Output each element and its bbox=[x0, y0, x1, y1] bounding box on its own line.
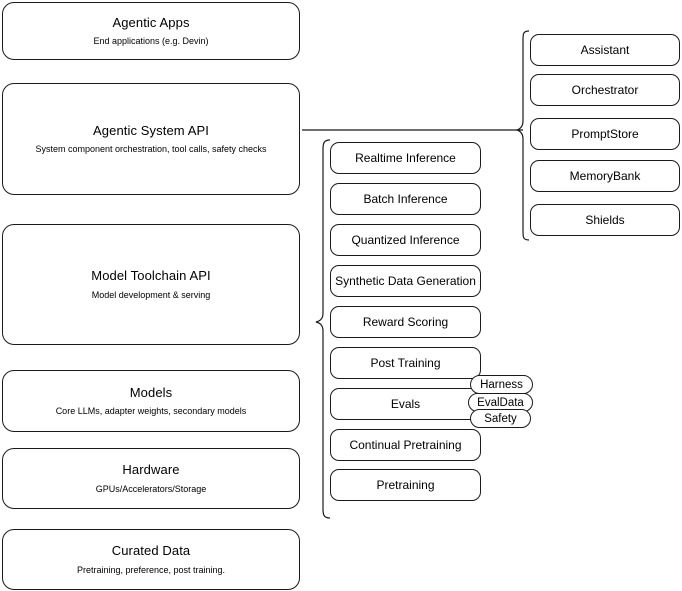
brace-system-components bbox=[515, 30, 530, 241]
system-component-orchestrator[interactable]: Orchestrator bbox=[530, 74, 680, 106]
capability-realtime-inference[interactable]: Realtime Inference bbox=[330, 142, 481, 174]
capability-label: Quantized Inference bbox=[351, 232, 460, 247]
system-component-shields[interactable]: Shields bbox=[530, 204, 680, 236]
layer-title: Hardware bbox=[122, 462, 180, 478]
system-component-label: Assistant bbox=[580, 42, 630, 57]
capability-pretraining[interactable]: Pretraining bbox=[330, 469, 481, 501]
layer-title: Agentic Apps bbox=[112, 14, 190, 30]
capability-label: Continual Pretraining bbox=[349, 437, 462, 452]
capability-reward-scoring[interactable]: Reward Scoring bbox=[330, 306, 481, 338]
layer-subtitle: Model development & serving bbox=[91, 289, 211, 300]
capability-label: Synthetic Data Generation bbox=[335, 273, 476, 288]
capability-batch-inference[interactable]: Batch Inference bbox=[330, 183, 481, 215]
capability-label: Post Training bbox=[370, 355, 441, 370]
layer-subtitle: GPUs/Accelerators/Storage bbox=[95, 483, 207, 494]
layer-card-agentic-apps[interactable]: Agentic Apps End applications (e.g. Devi… bbox=[2, 2, 300, 60]
capability-post-training[interactable]: Post Training bbox=[330, 347, 481, 379]
system-component-label: PromptStore bbox=[571, 126, 639, 141]
capability-label: Batch Inference bbox=[363, 191, 448, 206]
system-component-assistant[interactable]: Assistant bbox=[530, 34, 680, 66]
layer-title: Model Toolchain API bbox=[91, 268, 211, 284]
capability-continual-pretraining[interactable]: Continual Pretraining bbox=[330, 429, 481, 461]
capability-label: Evals bbox=[390, 396, 421, 411]
layer-title: Curated Data bbox=[111, 543, 191, 559]
evals-subcomponent-harness[interactable]: Harness bbox=[470, 375, 533, 394]
evals-subcomponent-label: Safety bbox=[484, 412, 517, 425]
capability-synthetic-data-generation[interactable]: Synthetic Data Generation bbox=[330, 265, 481, 297]
capability-quantized-inference[interactable]: Quantized Inference bbox=[330, 224, 481, 256]
layer-card-model-toolchain-api[interactable]: Model Toolchain API Model development & … bbox=[2, 224, 300, 345]
evals-subcomponent-label: EvalData bbox=[477, 396, 524, 409]
layer-title: Agentic System API bbox=[93, 122, 209, 138]
system-component-label: Shields bbox=[585, 212, 625, 227]
capability-evals[interactable]: Evals bbox=[330, 388, 481, 420]
capability-label: Reward Scoring bbox=[362, 314, 449, 329]
layer-subtitle: End applications (e.g. Devin) bbox=[93, 36, 209, 46]
layer-subtitle: System component orchestration, tool cal… bbox=[35, 144, 267, 154]
layer-subtitle: Pretraining, preference, post training. bbox=[76, 564, 226, 575]
system-component-memorybank[interactable]: MemoryBank bbox=[530, 160, 680, 192]
evals-subcomponent-safety[interactable]: Safety bbox=[470, 409, 531, 428]
evals-subcomponent-label: Harness bbox=[480, 378, 523, 391]
layer-title: Models bbox=[129, 384, 173, 400]
layer-subtitle: Core LLMs, adapter weights, secondary mo… bbox=[55, 406, 247, 416]
capability-label: Realtime Inference bbox=[355, 150, 456, 165]
layer-card-curated-data[interactable]: Curated Data Pretraining, preference, po… bbox=[2, 529, 300, 590]
layer-card-models[interactable]: Models Core LLMs, adapter weights, secon… bbox=[2, 370, 300, 432]
system-component-label: Orchestrator bbox=[571, 82, 639, 97]
capability-label: Pretraining bbox=[376, 477, 435, 492]
layer-card-hardware[interactable]: Hardware GPUs/Accelerators/Storage bbox=[2, 448, 300, 509]
system-component-promptstore[interactable]: PromptStore bbox=[530, 118, 680, 150]
system-component-label: MemoryBank bbox=[569, 168, 641, 183]
layer-card-agentic-system-api[interactable]: Agentic System API System component orch… bbox=[2, 83, 300, 195]
brace-toolchain-capabilities bbox=[315, 139, 331, 519]
